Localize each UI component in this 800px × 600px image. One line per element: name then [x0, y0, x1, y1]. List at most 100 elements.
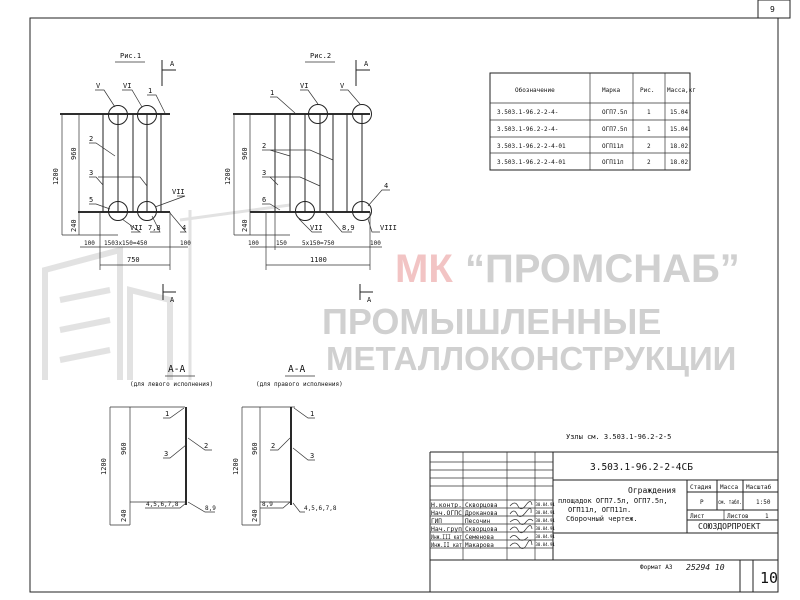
- callout: VIII: [380, 224, 397, 232]
- section-mark: А: [170, 60, 175, 68]
- section-subtitle: (для левого исполнения): [130, 381, 213, 388]
- svg-text:ОГП11п: ОГП11п: [602, 159, 624, 166]
- table-header: Марка: [602, 87, 620, 94]
- svg-text:30.04.91: 30.04.91: [536, 510, 556, 515]
- callout: 8,9: [205, 505, 216, 512]
- scale-value: 1:50: [756, 499, 771, 506]
- fig1-title: Рис.1: [120, 52, 141, 60]
- callout: 5: [89, 196, 93, 204]
- svg-text:30.04.91: 30.04.91: [536, 542, 556, 547]
- section-mark: А: [367, 296, 372, 304]
- stage-value: Р: [700, 499, 704, 506]
- svg-text:Дроканова: Дроканова: [465, 510, 498, 517]
- svg-text:15.04: 15.04: [670, 126, 688, 133]
- callout: 3: [89, 169, 93, 177]
- stage-label: Стадия: [690, 484, 712, 491]
- callout: 4,5,6,7,8: [304, 505, 337, 512]
- dim-text: 150: [276, 240, 287, 247]
- table-header: Рис.: [640, 87, 654, 94]
- inventory-number: 25294 10: [686, 563, 725, 572]
- callout: VII: [172, 188, 185, 196]
- watermark-line3: МЕТАЛЛОКОНСТРУКЦИИ: [326, 340, 736, 377]
- svg-text:ОГП7.5л: ОГП7.5л: [602, 109, 628, 116]
- dim-text: 1503x150=450: [104, 240, 148, 247]
- callout: V: [96, 82, 101, 90]
- svg-text:18.02: 18.02: [670, 143, 688, 150]
- svg-text:ОГП7.5п: ОГП7.5п: [602, 126, 628, 133]
- figure-1: Рис.1 А А 1200 960 240 100 1503x150=450 …: [52, 52, 191, 304]
- sheets-value: 1: [765, 513, 769, 520]
- watermark-line2: ПРОМЫШЛЕННЫЕ: [322, 301, 661, 342]
- sheet-frame: [29, 17, 779, 593]
- callout: 4: [182, 224, 186, 232]
- callout: VII: [310, 224, 323, 232]
- callout: 1: [270, 89, 274, 97]
- svg-text:Песочин: Песочин: [465, 518, 491, 525]
- section-title: А-А: [168, 364, 185, 375]
- callout: 2: [262, 142, 266, 150]
- svg-text:2: 2: [647, 159, 651, 166]
- corner-box: [757, 0, 791, 19]
- callout: 1: [310, 410, 314, 418]
- svg-text:2: 2: [647, 143, 651, 150]
- drawing-name: площадок ОГП7.5л, ОГП7.5п,: [558, 497, 668, 505]
- callout: VI: [300, 82, 308, 90]
- svg-text:Макарова: Макарова: [465, 542, 494, 549]
- dim-text: 960: [120, 442, 128, 455]
- dim-text: 240: [120, 509, 128, 522]
- dim-text: 5x150=750: [302, 240, 335, 247]
- watermark-mark: МК: [395, 247, 453, 291]
- title-block: 3.503.1-96.2-2-4СБ Ограждения площадок О…: [429, 451, 778, 592]
- callout: 2: [89, 135, 93, 143]
- svg-text:30.04.91: 30.04.91: [536, 526, 556, 531]
- svg-text:30.04.91: 30.04.91: [536, 502, 556, 507]
- section-mark: А: [364, 60, 369, 68]
- dim-text: 750: [127, 256, 140, 264]
- mass-label: Масса: [720, 484, 738, 491]
- sheets-label: Листов: [727, 513, 749, 520]
- callout: 8,9: [342, 224, 355, 232]
- callout: 1: [165, 410, 169, 418]
- dim-text: 960: [70, 147, 78, 160]
- organization: СОЮЗДОРПРОЕКТ: [698, 522, 761, 531]
- svg-text:3.503.1-96.2-2-4-01: 3.503.1-96.2-2-4-01: [497, 159, 566, 166]
- svg-text:15.04: 15.04: [670, 109, 688, 116]
- svg-text:Инж.II кат: Инж.II кат: [431, 542, 462, 549]
- watermark-line1: “ПРОМСНАБ”: [465, 247, 740, 291]
- dim-text: 240: [70, 219, 78, 232]
- dim-text: 240: [251, 509, 259, 522]
- section-subtitle: (для правого исполнения): [256, 381, 343, 388]
- dim-text: 960: [251, 442, 259, 455]
- callout: V: [340, 82, 345, 90]
- section-left: А-А (для левого исполнения) 1200 960 240…: [100, 364, 216, 526]
- watermark-logo: [42, 203, 291, 380]
- dim-text: 1200: [224, 168, 232, 185]
- table-header: Обозначение: [515, 87, 555, 94]
- svg-text:Скворцова: Скворцова: [465, 502, 498, 509]
- dim-text: 100: [248, 240, 259, 247]
- fig2-title: Рис.2: [310, 52, 331, 60]
- dim-text: 1200: [52, 168, 60, 185]
- mass-value: см. табл.: [718, 499, 742, 506]
- drawing-name: Ограждения: [628, 486, 676, 495]
- callout: 3: [310, 452, 314, 460]
- sheet-number: 10: [760, 569, 778, 587]
- callout: 1: [148, 87, 152, 95]
- svg-text:Нач.ОГПС: Нач.ОГПС: [431, 510, 462, 517]
- svg-text:3.503.1-96.2-2-4-: 3.503.1-96.2-2-4-: [497, 109, 558, 116]
- svg-text:ОГП11л: ОГП11л: [602, 143, 624, 150]
- dim-text: 1200: [232, 458, 240, 475]
- callout: 2: [271, 442, 275, 450]
- scale-label: Масштаб: [746, 484, 772, 491]
- section-title: А-А: [288, 364, 305, 375]
- callout: 6: [262, 196, 266, 204]
- svg-text:Скворцова: Скворцова: [465, 526, 498, 533]
- dim-text: 100: [180, 240, 191, 247]
- dim-text: 240: [241, 219, 249, 232]
- drawing-code: 3.503.1-96.2-2-4СБ: [590, 462, 693, 473]
- sheet-label: Лист: [690, 513, 705, 520]
